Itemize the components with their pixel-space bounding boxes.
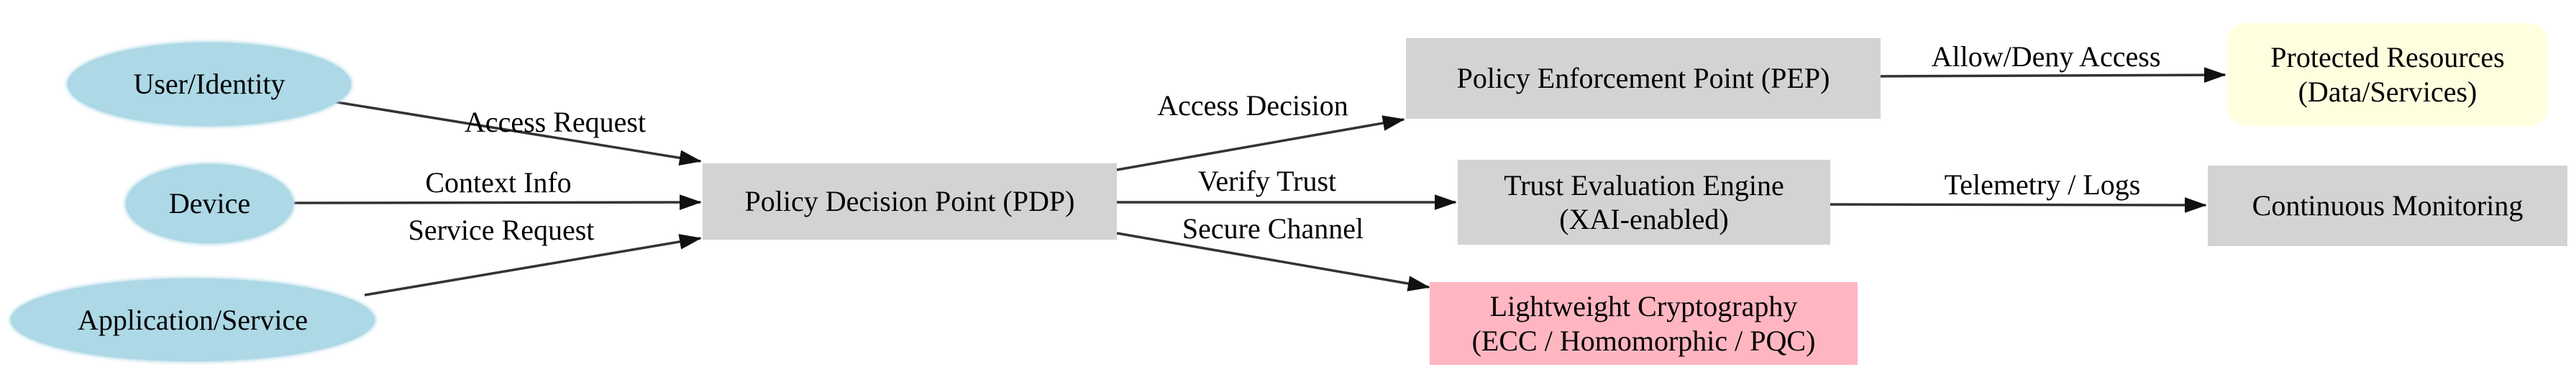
node-protected-resources: Protected Resources (Data/Services): [2227, 23, 2548, 126]
node-application-service: Application/Service: [11, 279, 375, 361]
edge-allow-deny-line: [1880, 67, 2226, 83]
edge-label-verify-trust: Verify Trust: [1197, 165, 1337, 197]
node-trust-evaluation-engine: Trust Evaluation Engine (XAI-enabled): [1458, 160, 1830, 245]
edge-context-info-line: [293, 194, 702, 210]
node-device: Device: [126, 164, 293, 243]
edge-service-request-line: [364, 234, 702, 297]
edge-access-request-line: [332, 100, 702, 166]
node-user-identity: User/Identity: [68, 42, 351, 126]
edge-label-context-info: Context Info: [425, 166, 572, 199]
node-lightweight-cryptography: Lightweight Cryptography (ECC / Homomorp…: [1430, 282, 1858, 365]
edge-label-access-decision: Access Decision: [1157, 89, 1348, 122]
node-policy-decision-point: Policy Decision Point (PDP): [703, 163, 1117, 240]
edge-label-access-request: Access Request: [464, 106, 647, 138]
edge-label-service-request: Service Request: [408, 214, 595, 246]
node-policy-enforcement-point: Policy Enforcement Point (PEP): [1406, 38, 1881, 119]
node-continuous-monitoring: Continuous Monitoring: [2208, 166, 2567, 246]
edge-access-decision-line: [1116, 115, 1405, 171]
edge-secure-channel-line: [1116, 232, 1430, 291]
edge-telemetry-logs-line: [1830, 197, 2207, 213]
edge-label-telemetry-logs: Telemetry / Logs: [1944, 168, 2141, 201]
edge-label-secure-channel: Secure Channel: [1182, 212, 1364, 245]
edge-label-allow-deny-access: Allow/Deny Access: [1931, 40, 2161, 73]
